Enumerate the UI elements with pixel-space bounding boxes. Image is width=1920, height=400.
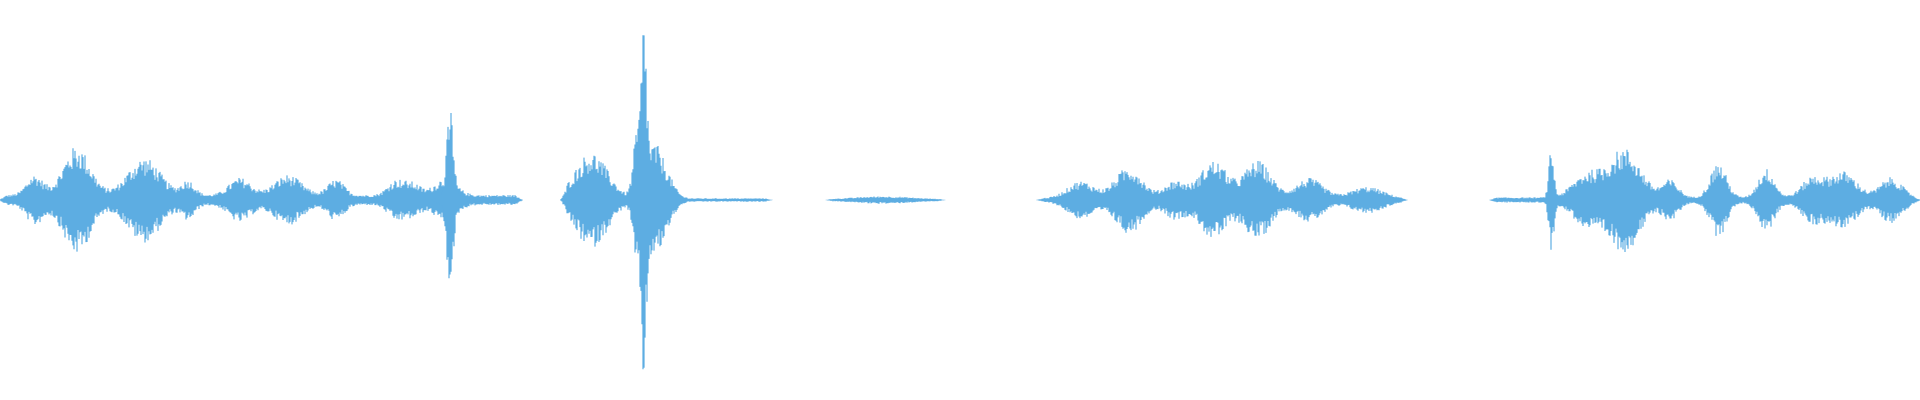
waveform-segment-4	[560, 35, 773, 370]
waveform-segment-3	[469, 199, 516, 201]
waveform-segment-2	[431, 113, 471, 279]
waveform-segment-5	[825, 196, 946, 204]
waveform-segment-6	[1036, 161, 1408, 237]
waveform-segment-7	[1489, 149, 1920, 252]
